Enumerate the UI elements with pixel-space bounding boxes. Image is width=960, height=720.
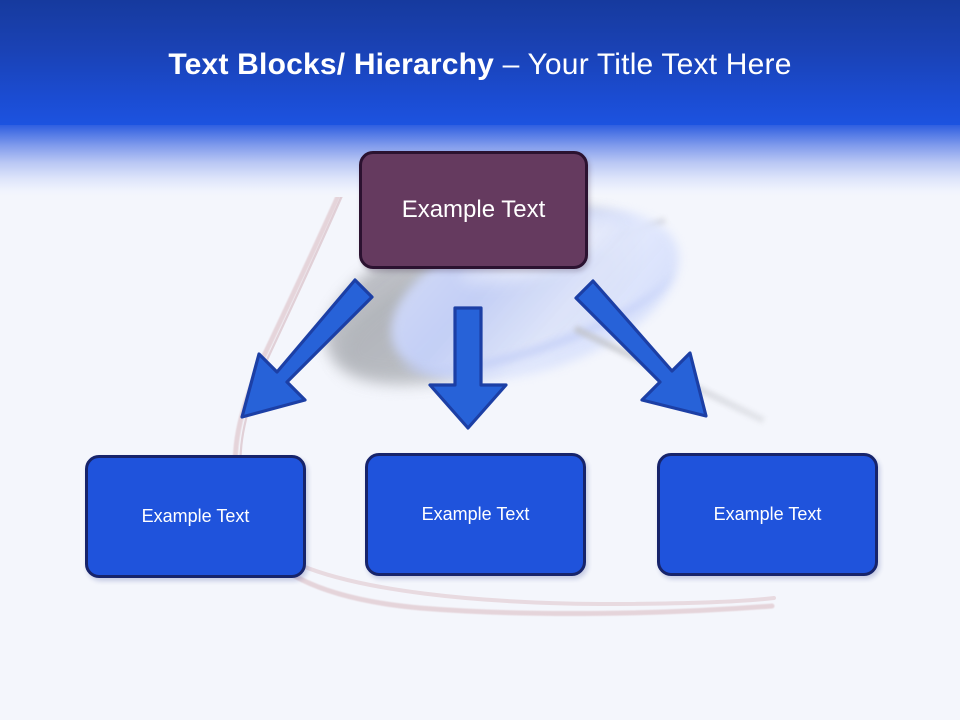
page-title: Text Blocks/ Hierarchy – Your Title Text… (0, 48, 960, 82)
arrow-down-right-icon (574, 279, 708, 418)
hierarchy-child-label-1: Example Text (141, 506, 250, 526)
page-title-separator: – (502, 48, 528, 81)
page-title-light: Your Title Text Here (527, 48, 792, 81)
hierarchy-child-label-2: Example Text (421, 504, 530, 524)
hierarchy-child-node-2[interactable]: Example Text (365, 453, 586, 576)
hierarchy-root-label: Example Text (401, 196, 546, 223)
arrow-down-left-icon (240, 278, 374, 419)
page-title-bold: Text Blocks/ Hierarchy (168, 48, 503, 81)
hierarchy-root-node[interactable]: Example Text (359, 151, 588, 269)
rod-lower-shape (573, 325, 766, 424)
hierarchy-child-label-3: Example Text (713, 504, 822, 524)
hierarchy-child-node-1[interactable]: Example Text (85, 455, 306, 578)
hierarchy-child-node-3[interactable]: Example Text (657, 453, 878, 576)
arrow-down-icon (428, 306, 508, 430)
header-band (0, 0, 960, 125)
